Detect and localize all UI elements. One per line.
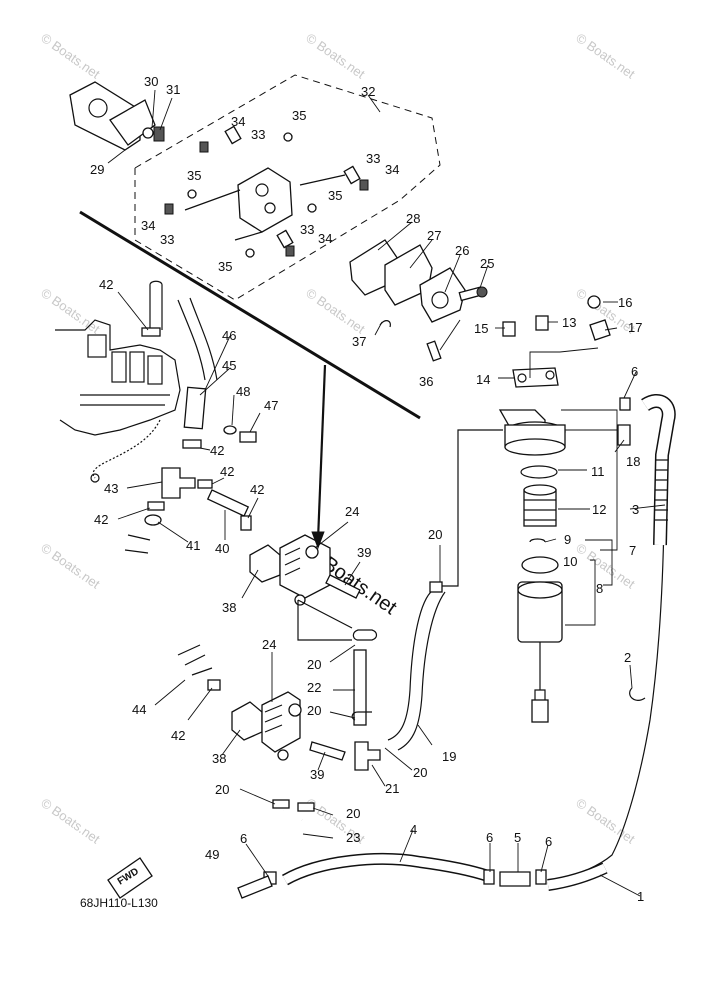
callout-34: 34 (318, 231, 332, 246)
callout-23: 23 (346, 830, 360, 845)
callout-21: 21 (385, 781, 399, 796)
callout-29: 29 (90, 162, 104, 177)
callout-36: 36 (419, 374, 433, 389)
engine-block (55, 319, 181, 483)
right-hose (617, 394, 676, 701)
callout-14: 14 (476, 372, 490, 387)
section-cut-line (79, 210, 421, 420)
callout-20: 20 (307, 657, 321, 672)
mid-pipes (272, 429, 503, 864)
callout-33: 33 (251, 127, 265, 142)
callout-25: 25 (480, 256, 494, 271)
callout-16: 16 (618, 295, 632, 310)
fuel-pump-lower (231, 691, 346, 761)
callout-24: 24 (345, 504, 359, 519)
callout-20: 20 (307, 703, 321, 718)
diagram-code: 68JH110-L130 (80, 896, 158, 910)
callout-12: 12 (592, 502, 606, 517)
watermark: © Boats.net (38, 285, 103, 337)
callout-35: 35 (187, 168, 201, 183)
callout-35: 35 (292, 108, 306, 123)
fuel-filter (498, 295, 611, 723)
watermark: © Boats.net (38, 30, 103, 82)
callout-27: 27 (427, 228, 441, 243)
callout-34: 34 (231, 114, 245, 129)
callout-33: 33 (366, 151, 380, 166)
callout-24: 24 (262, 637, 276, 652)
left-hoses (124, 280, 257, 696)
callout-10: 10 (563, 554, 577, 569)
callout-19: 19 (442, 749, 456, 764)
callout-41: 41 (186, 538, 200, 553)
callout-30: 30 (144, 74, 158, 89)
callout-6: 6 (631, 364, 638, 379)
callout-37: 37 (352, 334, 366, 349)
watermark: © Boats.net (573, 30, 638, 82)
callout-9: 9 (564, 532, 571, 547)
callout-labels: 1 2 3 4 5 6 6 6 6 7 8 9 10 11 12 13 14 1… (90, 74, 644, 904)
watermark: © Boats.net (303, 285, 368, 337)
callout-20: 20 (428, 527, 442, 542)
callout-42: 42 (94, 512, 108, 527)
watermark: © Boats.net (38, 795, 103, 847)
callout-39: 39 (310, 767, 324, 782)
callout-17: 17 (628, 320, 642, 335)
callout-33: 33 (300, 222, 314, 237)
callout-48: 48 (236, 384, 250, 399)
callout-40: 40 (215, 541, 229, 556)
callout-5: 5 (514, 830, 521, 845)
callout-47: 47 (264, 398, 278, 413)
callout-7: 7 (629, 543, 636, 558)
callout-43: 43 (104, 481, 118, 496)
callout-6: 6 (486, 830, 493, 845)
callout-4: 4 (410, 822, 417, 837)
pump-kit-dashed-box (134, 74, 441, 301)
callout-22: 22 (307, 680, 321, 695)
callout-45: 45 (222, 358, 236, 373)
callout-20: 20 (346, 806, 360, 821)
callout-18: 18 (626, 454, 640, 469)
callout-42: 42 (99, 277, 113, 292)
callout-42: 42 (210, 443, 224, 458)
callout-8: 8 (596, 581, 603, 596)
callout-35: 35 (328, 188, 342, 203)
forward-arrow: FWD (107, 857, 153, 899)
callout-42: 42 (220, 464, 234, 479)
callout-20: 20 (215, 782, 229, 797)
callout-1: 1 (637, 889, 644, 904)
callout-15: 15 (474, 321, 488, 336)
callout-28: 28 (406, 211, 420, 226)
callout-34: 34 (141, 218, 155, 233)
callout-20: 20 (413, 765, 427, 780)
callout-35: 35 (218, 259, 232, 274)
callout-3: 3 (632, 502, 639, 517)
diaphragm-set (349, 239, 488, 362)
callout-11: 11 (591, 464, 605, 479)
callout-44: 44 (132, 702, 146, 717)
callout-38: 38 (212, 751, 226, 766)
fuel-pump-kit (164, 125, 369, 258)
callout-33: 33 (160, 232, 174, 247)
callout-42: 42 (171, 728, 185, 743)
callout-49: 49 (205, 847, 219, 862)
callout-46: 46 (222, 328, 236, 343)
watermark: © Boats.net (573, 795, 638, 847)
callout-34: 34 (385, 162, 399, 177)
callout-38: 38 (222, 600, 236, 615)
callout-2: 2 (624, 650, 631, 665)
callout-13: 13 (562, 315, 576, 330)
watermark: © Boats.net (38, 540, 103, 592)
cover-plate-29 (69, 81, 165, 151)
callout-31: 31 (166, 82, 180, 97)
watermark: © Boats.net (303, 30, 368, 82)
callout-42: 42 (250, 482, 264, 497)
callout-6: 6 (545, 834, 552, 849)
callout-26: 26 (455, 243, 469, 258)
leader-lines (107, 89, 666, 897)
callout-39: 39 (357, 545, 371, 560)
callout-32: 32 (361, 84, 375, 99)
callout-6: 6 (240, 831, 247, 846)
